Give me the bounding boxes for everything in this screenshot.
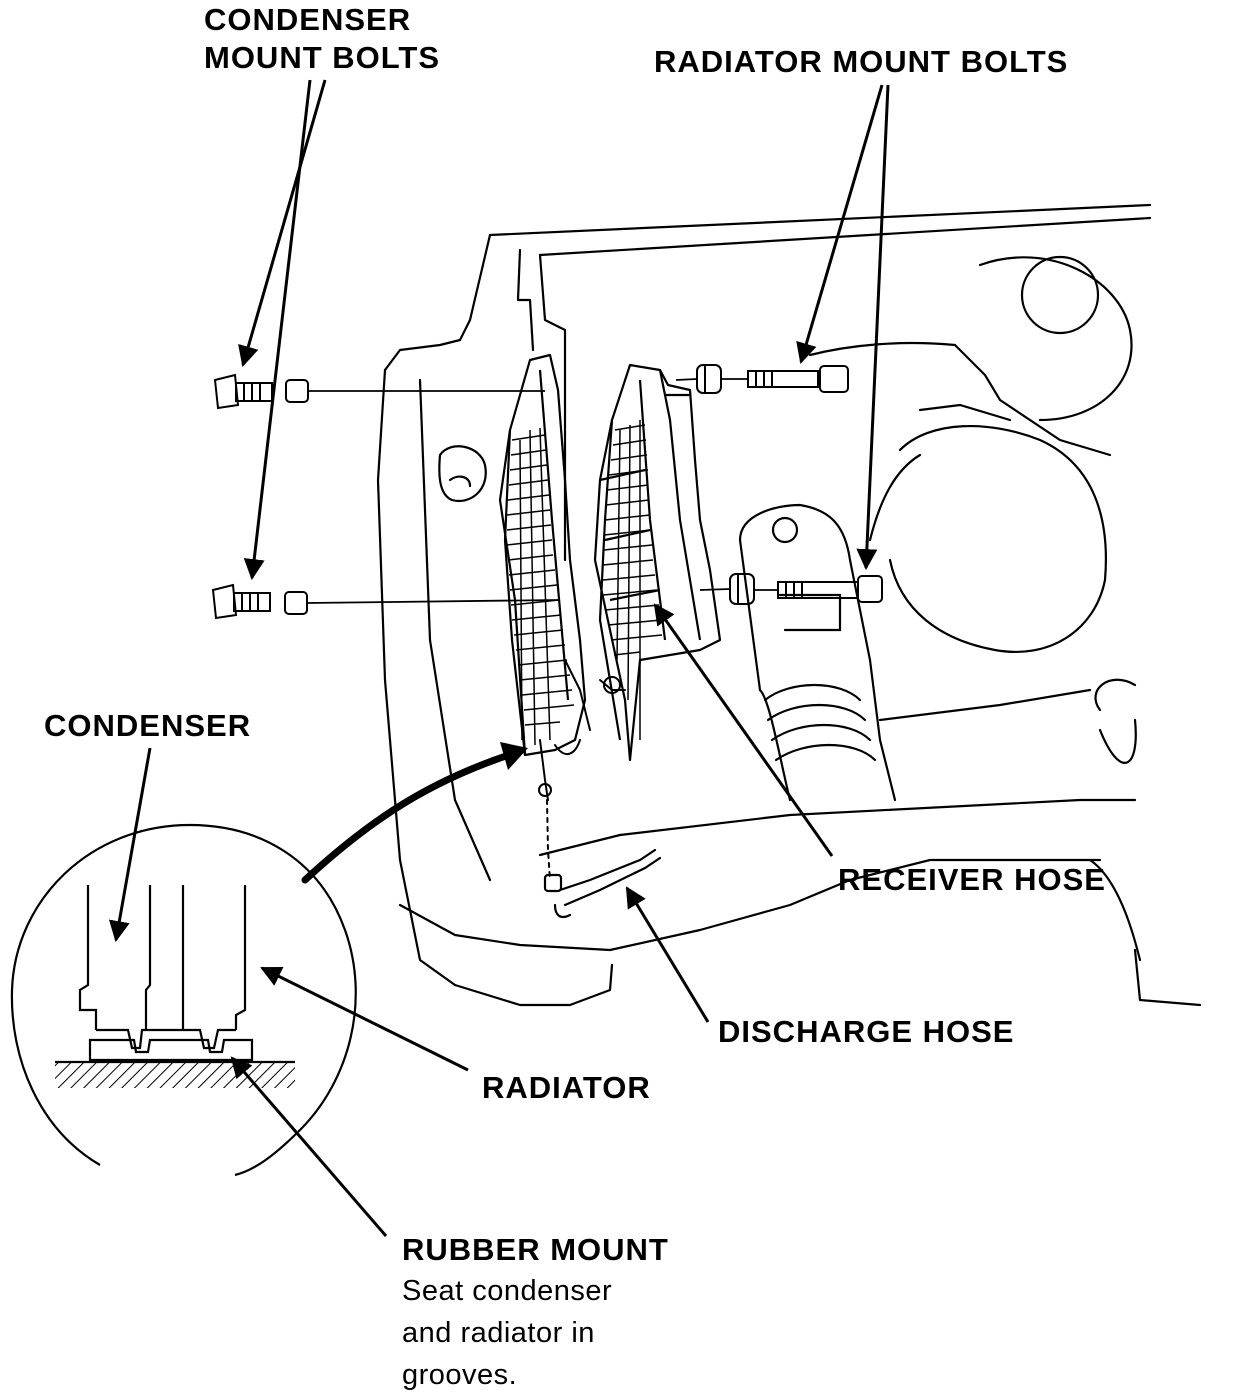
discharge-hose-line (543, 848, 662, 919)
ground-hatching (55, 1062, 295, 1088)
label-condenser-mount-bolts-line2: MOUNT BOLTS (204, 40, 441, 75)
air-intake-duct (738, 503, 897, 802)
condenser-fins (506, 427, 575, 746)
label-receiver-hose: RECEIVER HOSE (838, 862, 1106, 897)
radiator-core (593, 363, 722, 762)
rubber-mount-note-line2: and radiator in (402, 1317, 595, 1349)
condenser-core (498, 353, 587, 757)
vehicle-body (376, 203, 1202, 1007)
label-radiator-mount-bolts: RADIATOR MOUNT BOLTS (654, 44, 1069, 79)
condenser-mount-bolt-upper (213, 373, 309, 410)
radiator-mount-bolt-lower (729, 573, 883, 605)
condenser-fittings (538, 659, 626, 881)
label-condenser-mount-bolts-line1: CONDENSER (204, 2, 412, 37)
rubber-mount-detail (10, 823, 357, 1177)
condenser-mount-bolt-lower (211, 583, 308, 620)
rubber-mount-note-line1: Seat condenser (402, 1275, 613, 1307)
bolt-alignment-lines (306, 378, 778, 604)
radiator-fins (602, 420, 663, 740)
leader-arrows (108, 79, 890, 1237)
label-rubber-mount: RUBBER MOUNT (402, 1232, 669, 1267)
label-radiator: RADIATOR (482, 1070, 651, 1105)
detail-pointer-arrow (301, 748, 522, 884)
label-discharge-hose: DISCHARGE HOSE (718, 1014, 1015, 1049)
label-condenser: CONDENSER (44, 708, 252, 743)
rubber-mount-note-line3: grooves. (402, 1359, 518, 1391)
engine-compartment (808, 255, 1137, 764)
radiator-mount-bolt-upper (696, 364, 849, 394)
